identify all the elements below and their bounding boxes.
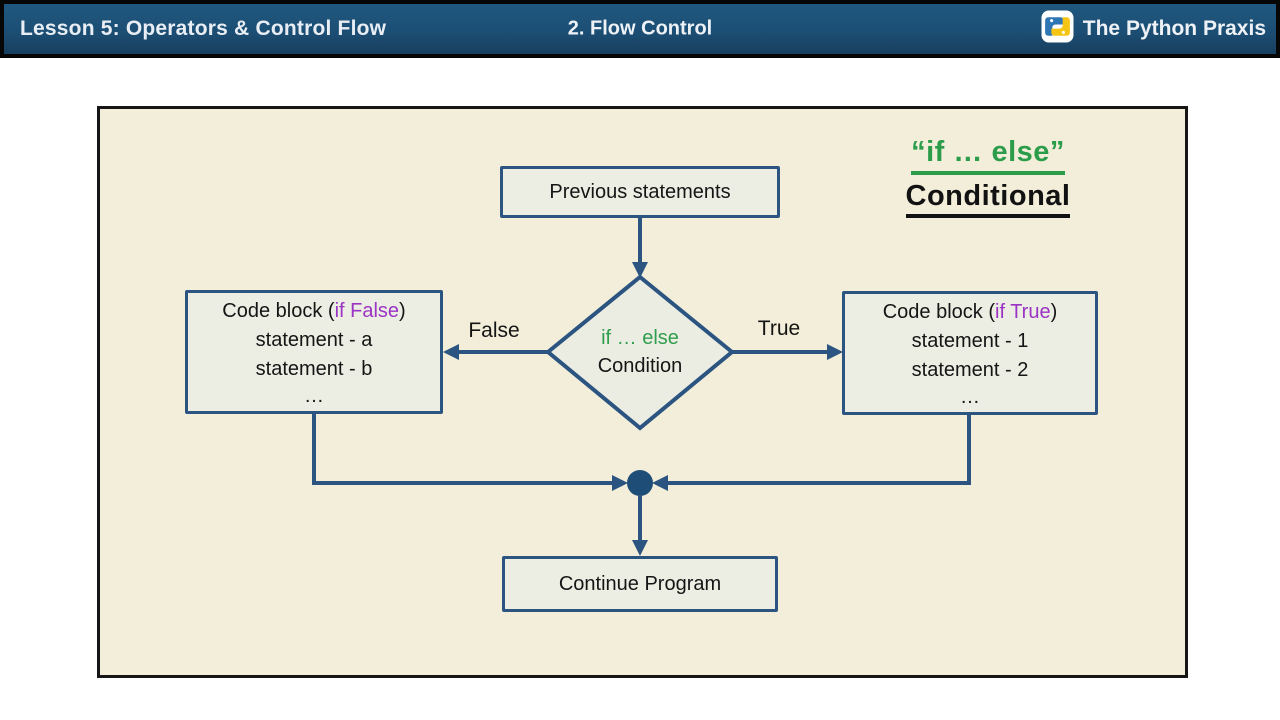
diamond-label: if … else Condition <box>555 325 725 381</box>
continue-program-box: Continue Program <box>502 556 778 612</box>
previous-statements-box: Previous statements <box>500 166 780 218</box>
diamond-keyword: if … else <box>601 327 679 349</box>
statement-line: statement - 1 <box>911 329 1029 352</box>
true-title-suffix: ) <box>1050 300 1058 323</box>
lesson-title: Lesson 5: Operators & Control Flow <box>20 17 387 40</box>
section-title: 2. Flow Control <box>567 17 713 40</box>
false-title-suffix: ) <box>399 299 406 322</box>
brand-name: The Python Praxis <box>1082 17 1266 40</box>
statement-ellipsis: … <box>960 385 980 408</box>
true-code-block-box: Code block (if True) statement - 1 state… <box>842 291 1098 415</box>
false-code-block-title: Code block (if False) <box>222 297 405 326</box>
true-branch-label: True <box>757 317 801 340</box>
continue-program-label: Continue Program <box>558 572 722 595</box>
statement-line: statement - a <box>255 328 373 351</box>
true-title-prefix: Code block ( <box>882 300 996 323</box>
heading-conditional: Conditional <box>905 182 1071 218</box>
statement-line: statement - b <box>255 357 373 380</box>
brand-area: The Python Praxis <box>1041 10 1266 48</box>
statement-line: statement - 2 <box>911 358 1029 381</box>
python-praxis-logo-icon <box>1041 10 1074 48</box>
false-branch-label: False <box>468 319 520 342</box>
true-title-keyword: if True <box>995 300 1051 323</box>
true-code-block-title: Code block (if True) <box>883 298 1058 327</box>
header-bar: Lesson 5: Operators & Control Flow 2. Fl… <box>0 0 1280 58</box>
diamond-condition: Condition <box>597 355 683 377</box>
previous-statements-label: Previous statements <box>549 180 731 203</box>
heading-if-else: “if … else” <box>911 138 1065 175</box>
statement-ellipsis: … <box>304 384 324 407</box>
false-title-prefix: Code block ( <box>222 299 335 322</box>
slide-heading: “if … else” Conditional <box>858 138 1118 218</box>
false-code-block-box: Code block (if False) statement - a stat… <box>185 290 443 414</box>
false-title-keyword: if False <box>334 299 400 322</box>
